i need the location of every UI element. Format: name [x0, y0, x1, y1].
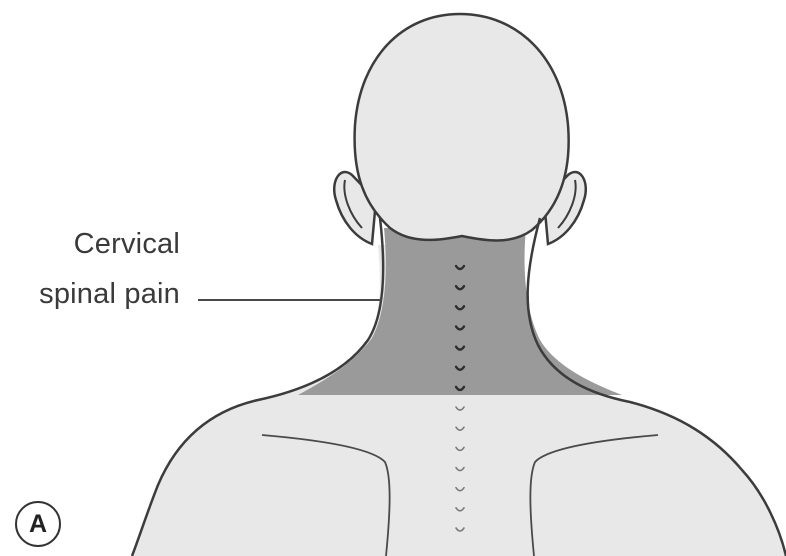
pain-label-line2: spinal pain	[39, 278, 180, 311]
panel-letter-badge: A	[15, 501, 61, 547]
pain-label-line1: Cervical	[74, 228, 180, 261]
panel-letter: A	[29, 510, 47, 539]
head	[355, 14, 569, 241]
